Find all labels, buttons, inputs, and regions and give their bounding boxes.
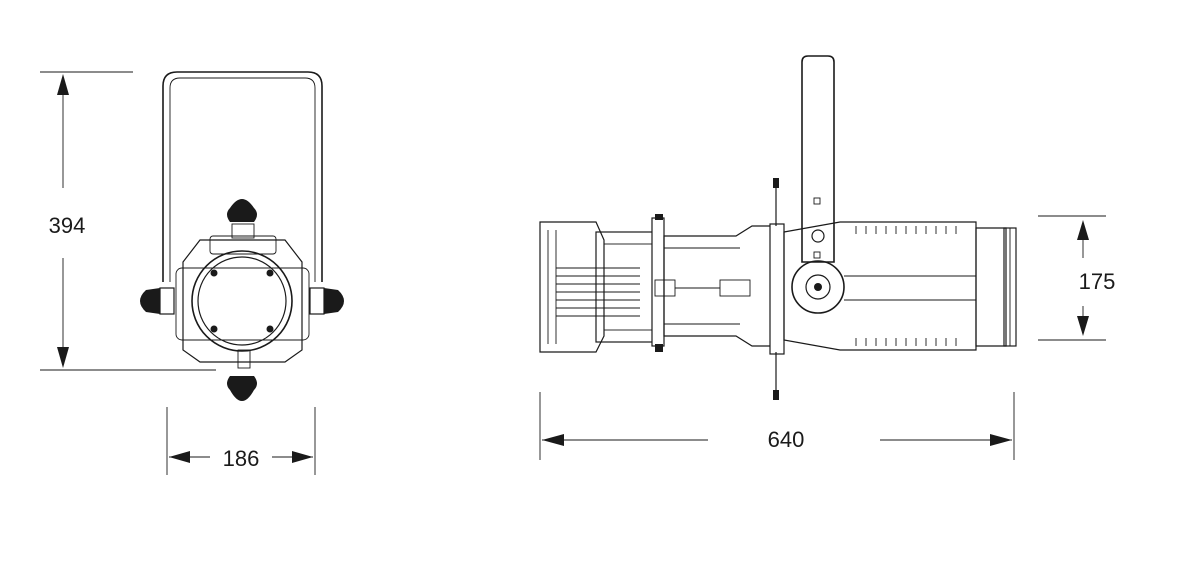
front-width-label: 186 <box>223 446 260 471</box>
side-length-dimension: 640 <box>539 392 1015 460</box>
side-length-label: 640 <box>768 427 805 452</box>
side-view <box>539 55 1017 400</box>
side-height-label: 175 <box>1079 269 1116 294</box>
side-height-dimension: 175 <box>1038 215 1116 341</box>
front-height-dimension: 394 <box>40 71 216 371</box>
side-front-tube <box>783 221 977 351</box>
side-yoke-arm <box>801 55 835 263</box>
side-rear-fins <box>556 267 640 317</box>
front-right-knob <box>324 288 344 314</box>
front-left-knob <box>140 288 160 314</box>
side-rear-cap <box>539 221 605 353</box>
side-front-bezel <box>975 227 1007 347</box>
front-lens <box>191 250 293 352</box>
front-view <box>140 71 344 401</box>
front-top-knob <box>227 199 257 222</box>
side-pivot <box>791 260 845 314</box>
side-barrel <box>663 225 781 347</box>
front-bottom-knob <box>227 376 257 401</box>
front-height-label: 394 <box>49 213 86 238</box>
front-yoke <box>162 71 323 282</box>
front-width-dimension: 186 <box>166 407 316 475</box>
front-housing <box>182 239 303 363</box>
side-tube-ribs <box>855 226 957 346</box>
